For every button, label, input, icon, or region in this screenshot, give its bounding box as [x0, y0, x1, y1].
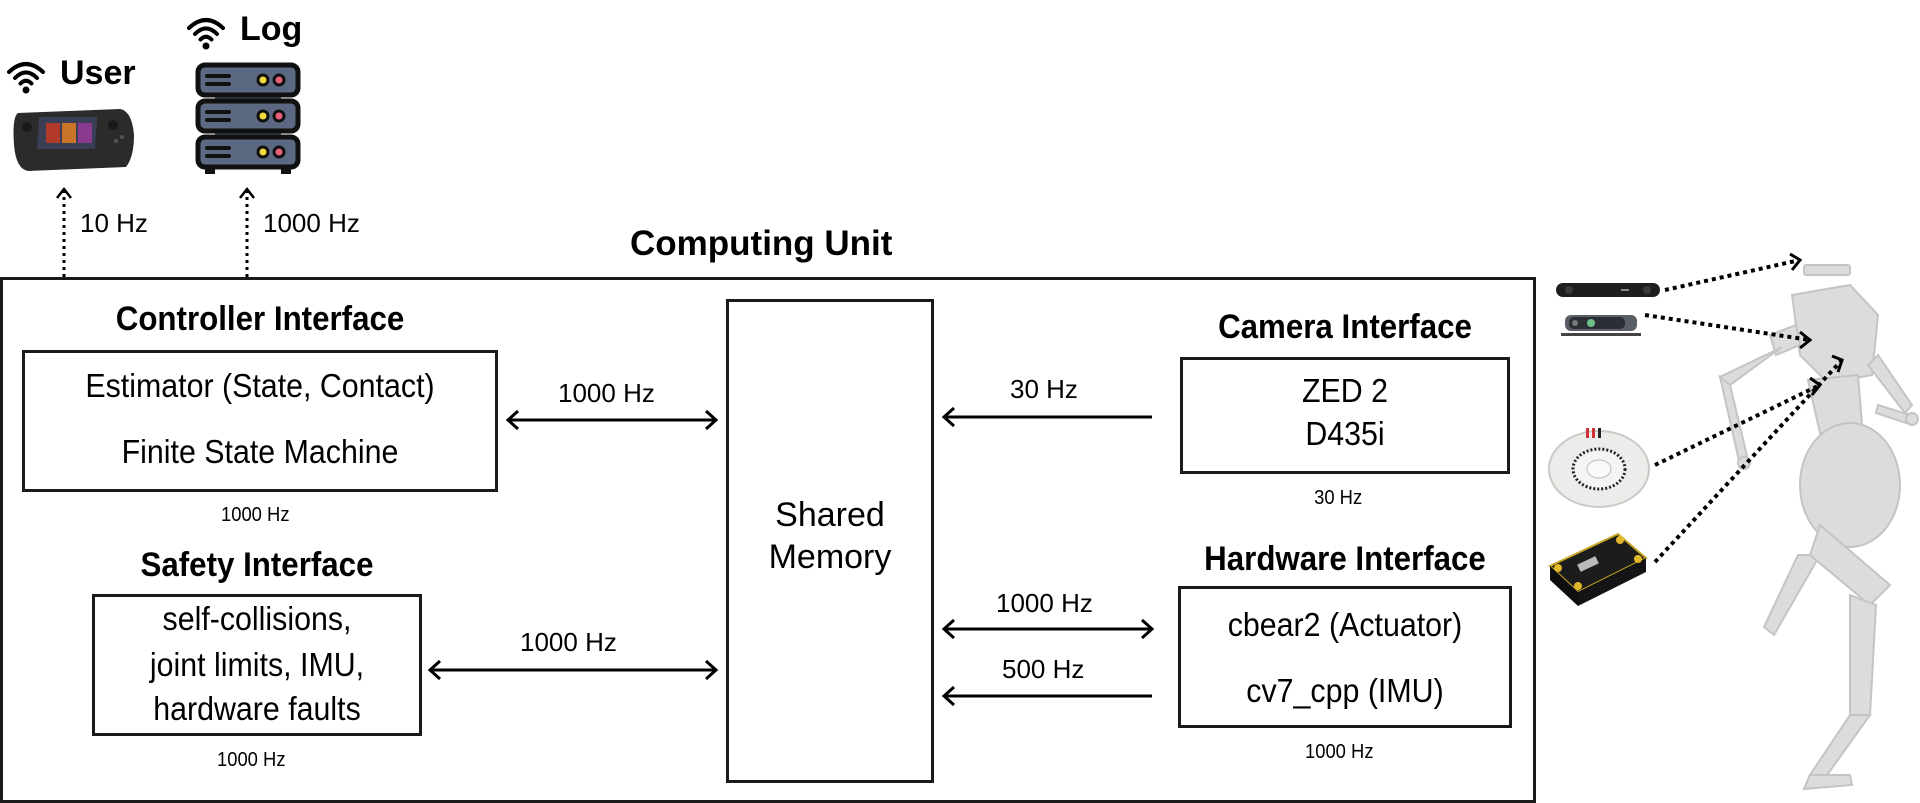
user-label: User	[60, 54, 136, 92]
log-group: Log	[180, 0, 320, 60]
safety-line-3: hardware faults	[153, 690, 361, 727]
hardware-line-cv7: cv7_cpp (IMU)	[1246, 672, 1444, 709]
controller-line-estimator: Estimator (State, Contact)	[85, 367, 435, 404]
hardware-link-rate-1: 1000 Hz	[996, 588, 1093, 618]
hardware-interface-title: Hardware Interface	[1204, 540, 1486, 578]
shared-memory-label-1: Shared	[775, 496, 885, 534]
safety-line-1: self-collisions,	[162, 600, 352, 637]
shared-memory-label-2: Memory	[768, 538, 892, 576]
log-link-arrow	[239, 186, 255, 296]
hardware-interface-box	[1178, 586, 1512, 728]
safety-link-arrow	[427, 659, 719, 681]
actuator-image	[1546, 424, 1652, 510]
controller-link-rate: 1000 Hz	[558, 378, 655, 408]
hardware-link-arrow-2	[941, 685, 1152, 707]
controller-link-arrow	[505, 409, 719, 431]
log-label: Log	[240, 10, 303, 48]
hardware-interface-rate: 1000 Hz	[1304, 741, 1374, 763]
shared-memory-box	[726, 299, 934, 783]
zed2-camera-image	[1555, 281, 1661, 299]
camera-interface-box	[1180, 357, 1510, 474]
zed2-pointer	[1664, 258, 1801, 292]
controller-interface-box	[22, 350, 498, 492]
imu-board-image	[1548, 526, 1648, 608]
safety-link-rate: 1000 Hz	[520, 627, 617, 657]
hardware-line-cbear2: cbear2 (Actuator)	[1227, 606, 1463, 643]
controller-interface-title: Controller Interface	[115, 300, 405, 338]
camera-interface-title: Camera Interface	[1218, 308, 1472, 346]
camera-interface-rate: 30 Hz	[1314, 487, 1363, 509]
camera-line-d435i: D435i	[1305, 415, 1385, 452]
handheld-controller-image	[10, 105, 135, 173]
controller-line-fsm: Finite State Machine	[121, 433, 399, 470]
safety-interface-box	[92, 594, 422, 736]
camera-link-arrow	[941, 406, 1152, 428]
hardware-link-rate-2: 500 Hz	[1002, 654, 1085, 684]
humanoid-robot-image	[1700, 255, 1920, 803]
controller-interface-rate: 1000 Hz	[220, 504, 290, 526]
component-pointers	[1644, 252, 1844, 564]
user-link-rate: 10 Hz	[80, 208, 148, 238]
actuator-pointer	[1654, 383, 1821, 467]
camera-link-rate: 30 Hz	[1010, 374, 1078, 404]
wifi-icon	[7, 62, 45, 94]
computing-unit-title: Computing Unit	[630, 224, 893, 263]
d435i-pointer	[1644, 313, 1811, 342]
user-group: User	[0, 40, 150, 160]
safety-line-2: joint limits, IMU,	[149, 646, 365, 683]
log-link-rate: 1000 Hz	[263, 208, 360, 238]
imu-pointer	[1653, 358, 1844, 564]
safety-interface-title: Safety Interface	[140, 546, 374, 584]
hardware-link-arrow-1	[941, 618, 1155, 640]
d435i-camera-image	[1561, 313, 1643, 337]
server-icon	[195, 62, 301, 174]
camera-line-zed2: ZED 2	[1301, 372, 1389, 409]
safety-interface-rate: 1000 Hz	[216, 749, 286, 771]
wifi-icon	[187, 18, 225, 50]
